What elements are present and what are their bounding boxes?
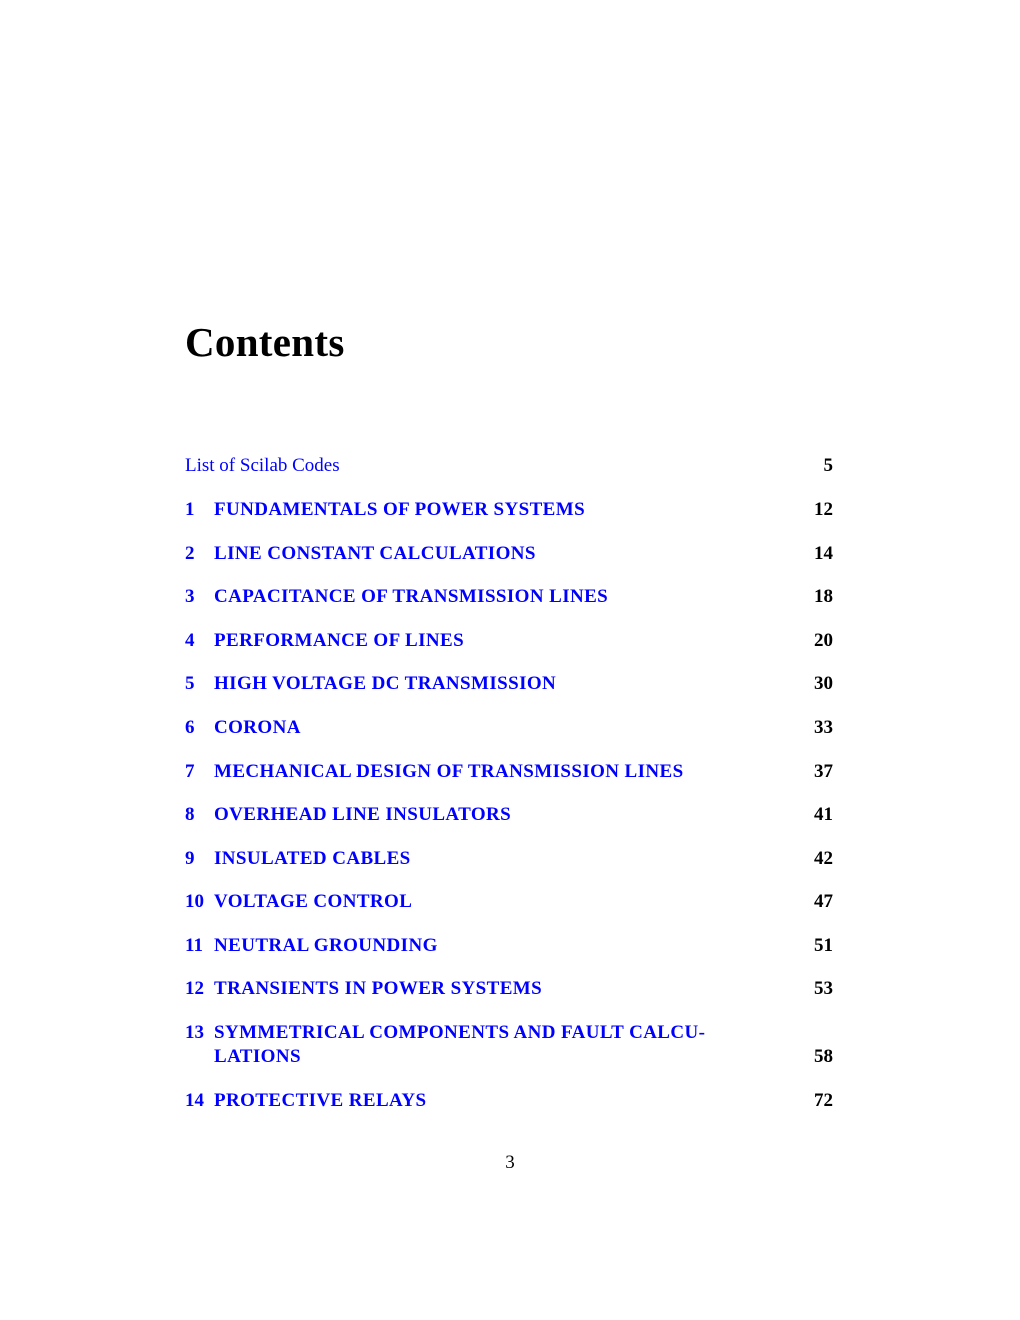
toc-entry-page: 5 [823,455,834,476]
toc-entry-label: NEUTRAL GROUNDING [214,935,438,956]
page-title: Contents [185,319,345,365]
toc-entry-page: 42 [814,848,833,869]
toc-entry-number: 2 [185,543,195,564]
toc-entry-chapter-13[interactable]: 13 SYMMETRICAL COMPONENTS AND FAULT CALC… [185,1021,833,1069]
toc-entry-page: 20 [814,630,833,651]
toc-entry-label: INSULATED CABLES [214,848,411,869]
toc-entry-label: SYMMETRICAL COMPONENTS AND FAULT CALCU- … [214,1021,705,1069]
toc-entry-number: 10 [185,891,204,912]
toc-entry-label: HIGH VOLTAGE DC TRANSMISSION [214,673,557,694]
toc-entry-number: 4 [185,630,195,651]
toc-entry-page: 41 [814,804,833,825]
toc-entry-page: 37 [814,761,833,782]
page-number: 3 [505,1152,515,1173]
toc-entry-label: MECHANICAL DESIGN OF TRANSMISSION LINES [214,761,684,782]
toc-entry-label: FUNDAMENTALS OF POWER SYSTEMS [214,499,586,520]
toc-entry-label-line2: LATIONS [214,1046,301,1067]
toc-entry-page: 12 [814,499,833,520]
toc-entry-page: 58 [814,1046,833,1067]
toc-entry-page: 47 [814,891,833,912]
toc-entry-page: 51 [814,935,833,956]
toc-entry-page: 72 [814,1090,833,1111]
toc-entry-number: 1 [185,499,195,520]
toc-entry-label-line1: SYMMETRICAL COMPONENTS AND FAULT CALCU- [214,1022,706,1043]
toc-entry-label: OVERHEAD LINE INSULATORS [214,804,512,825]
toc-entry-number: 11 [185,935,203,956]
toc-entry-number: 6 [185,717,195,738]
toc-entry-number: 8 [185,804,195,825]
toc-entry-label: PERFORMANCE OF LINES [214,630,465,651]
toc-entry-page: 30 [814,673,833,694]
toc-entry-label: CORONA [214,717,301,738]
toc-entry-label: LINE CONSTANT CALCULATIONS [214,543,536,564]
toc-entry-number: 9 [185,848,195,869]
toc-entry-number: 12 [185,978,204,999]
toc-entry-label: CAPACITANCE OF TRANSMISSION LINES [214,586,609,607]
toc-entry-label: VOLTAGE CONTROL [214,891,413,912]
toc-entry-number: 5 [185,673,195,694]
toc-entry-label: List of Scilab Codes [185,455,340,476]
toc-entry-page: 53 [814,978,833,999]
toc-entry-number: 7 [185,761,195,782]
toc-entry-label: PROTECTIVE RELAYS [214,1090,427,1111]
toc-entry-page: 33 [814,717,833,738]
toc-entry-number: 14 [185,1090,204,1111]
toc-entry-page: 14 [814,543,833,564]
toc-entry-number: 13 [185,1022,204,1043]
toc-entry-number: 3 [185,586,195,607]
toc-entry-label: TRANSIENTS IN POWER SYSTEMS [214,978,543,999]
toc-entry-page: 18 [814,586,833,607]
